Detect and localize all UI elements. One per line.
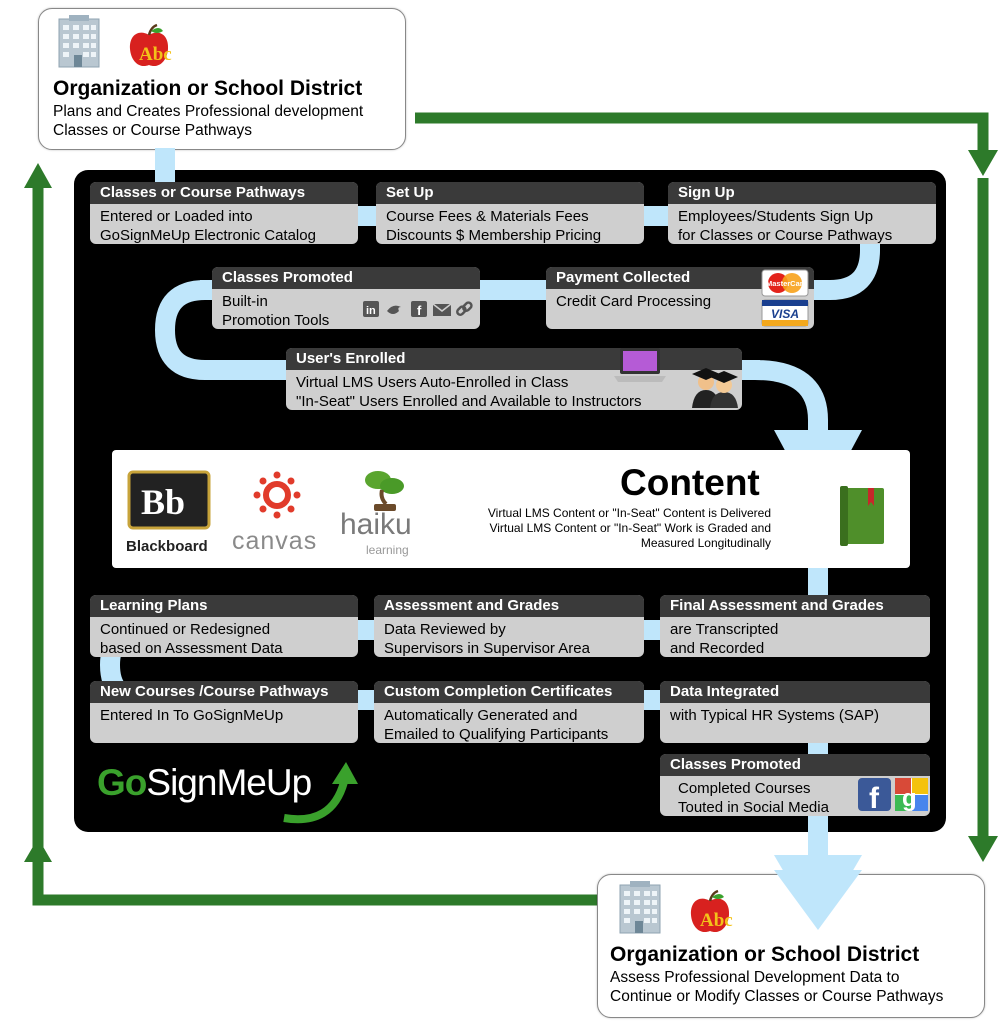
step-pathways-line1: Entered or Loaded into [100, 208, 253, 225]
linkedin-icon [363, 301, 379, 317]
apple-abc-text: Abc [139, 44, 172, 65]
top-org-card: Abc Organization or School District Plan… [38, 8, 406, 150]
step-assessment-title: Assessment and Grades [374, 595, 644, 617]
top-org-title: Organization or School District [53, 77, 363, 100]
step-promoted-line2: Promotion Tools [222, 312, 330, 329]
step-newcourses-line1: Entered In To GoSignMeUp [100, 707, 284, 724]
svg-text:in: in [366, 305, 376, 317]
step-promoted2-title: Classes Promoted [660, 754, 930, 776]
step-setup-line1: Course Fees & Materials Fees [386, 208, 589, 225]
content-panel [112, 450, 910, 568]
step-final-line1: are Transcripted [670, 621, 779, 638]
facebook-icon [411, 301, 427, 317]
canvas-label: canvas [232, 527, 318, 555]
svg-text:Bb: Bb [141, 482, 185, 522]
facebook-google-icons: f g [858, 777, 930, 818]
step-promoted-title: Classes Promoted [212, 267, 480, 289]
haiku-sublabel: learning [366, 543, 409, 557]
step-final-line2: and Recorded [670, 640, 765, 657]
step-pathways-line2: GoSignMeUp Electronic Catalog [100, 227, 316, 244]
step-certs-line1: Automatically Generated and [384, 707, 578, 724]
flow-arrow-tip [774, 870, 862, 930]
step-pathways-title: Classes or Course Pathways [90, 182, 358, 204]
svg-text:f: f [417, 303, 422, 318]
link-icon [456, 301, 473, 316]
apple-abc-icon: Abc [125, 23, 173, 76]
blackboard-label: Blackboard [126, 538, 208, 555]
bottom-org-desc-line1: Assess Professional Development Data to [610, 969, 900, 986]
step-integrated-line1: with Typical HR Systems (SAP) [670, 707, 879, 724]
step-learning-line1: Continued or Redesigned [100, 621, 271, 638]
outer-loop-arrows [32, 112, 989, 906]
step-certs: Custom Completion Certificates Automatic… [374, 681, 644, 743]
step-promoted2-line1: Completed Courses [678, 780, 811, 797]
bottom-org-title: Organization or School District [610, 943, 920, 966]
svg-text:g: g [902, 785, 917, 812]
step-integrated-title: Data Integrated [660, 681, 930, 703]
step-enrolled: User's Enrolled Virtual LMS Users Auto-E… [286, 348, 742, 410]
step-pathways: Classes or Course Pathways Entered or Lo… [90, 182, 358, 244]
laptop-icon [612, 346, 668, 389]
svg-text:MasterCard: MasterCard [766, 279, 808, 288]
step-assessment-line1: Data Reviewed by [384, 621, 506, 638]
book-icon [838, 484, 888, 553]
step-integrated: Data Integrated with Typical HR Systems … [660, 681, 930, 743]
content-line2: Virtual LMS Content or "In-Seat" Work is… [489, 521, 771, 535]
step-learning-line2: based on Assessment Data [100, 640, 283, 657]
step-final-title: Final Assessment and Grades [660, 595, 930, 617]
step-payment-title: Payment Collected [546, 267, 814, 289]
gosignmeup-logo-go: Go [97, 762, 147, 803]
step-learning: Learning Plans Continued or Redesigned b… [90, 595, 358, 657]
haiku-label: haiku [340, 508, 412, 541]
step-newcourses: New Courses /Course Pathways Entered In … [90, 681, 358, 743]
step-promoted-line1: Built-in [222, 293, 268, 310]
step-promoted: Classes Promoted Built-in Promotion Tool… [212, 267, 480, 329]
bottom-org-desc-line2: Continue or Modify Classes or Course Pat… [610, 988, 944, 1005]
blackboard-logo: Bb [127, 470, 215, 535]
canvas-logo [252, 470, 302, 525]
step-setup-title: Set Up [376, 182, 644, 204]
step-newcourses-title: New Courses /Course Pathways [90, 681, 358, 703]
gosignmeup-logo: GoSignMeUp [97, 762, 312, 804]
step-learning-title: Learning Plans [90, 595, 358, 617]
content-line1: Virtual LMS Content or "In-Seat" Content… [487, 506, 771, 520]
graduates-icon [688, 360, 740, 413]
step-assessment: Assessment and Grades Data Reviewed by S… [374, 595, 644, 657]
building-icon [55, 15, 103, 74]
step-signup-line2: for Classes or Course Pathways [678, 227, 893, 244]
apple-abc-text: Abc [700, 910, 733, 931]
step-final: Final Assessment and Grades are Transcri… [660, 595, 930, 657]
step-signup-line1: Employees/Students Sign Up [678, 208, 874, 225]
bonsai-icon [360, 468, 408, 517]
top-org-desc-line2: Classes or Course Pathways [53, 122, 252, 139]
top-org-desc-line1: Plans and Creates Professional developme… [53, 103, 364, 120]
step-enrolled-line1: Virtual LMS Users Auto-Enrolled in Class [296, 374, 569, 391]
svg-text:f: f [869, 782, 880, 813]
content-line3: Measured Longitudinally [640, 536, 771, 550]
step-certs-line2: Emailed to Qualifying Participants [384, 726, 609, 743]
step-signup-title: Sign Up [668, 182, 936, 204]
gosignmeup-logo-rest: SignMeUp [146, 762, 312, 803]
step-payment-line1: Credit Card Processing [556, 293, 712, 310]
step-enrolled-title: User's Enrolled [286, 348, 742, 370]
step-signup: Sign Up Employees/Students Sign Up for C… [668, 182, 936, 244]
step-enrolled-line2: "In-Seat" Users Enrolled and Available t… [296, 393, 642, 410]
step-setup: Set Up Course Fees & Materials Fees Disc… [376, 182, 644, 244]
swoosh-arrow-icon [282, 758, 366, 829]
apple-abc-icon: Abc [686, 889, 734, 942]
credit-cards-icon: MasterCard VISA [760, 268, 810, 333]
step-setup-line2: Discounts $ Membership Pricing [386, 227, 602, 244]
facebook-icon [858, 778, 891, 811]
step-certs-title: Custom Completion Certificates [374, 681, 644, 703]
social-share-icons: in f [363, 299, 475, 324]
building-icon [616, 881, 664, 940]
step-promoted2-line2: Touted in Social Media [678, 799, 829, 816]
step-assessment-line2: Supervisors in Supervisor Area [384, 640, 590, 657]
svg-text:VISA: VISA [771, 307, 799, 321]
bottom-org-card: Abc Organization or School District Asse… [597, 874, 985, 1018]
twitter-icon [387, 305, 401, 314]
google-icon: g [894, 777, 929, 812]
content-title: Content [620, 462, 760, 503]
